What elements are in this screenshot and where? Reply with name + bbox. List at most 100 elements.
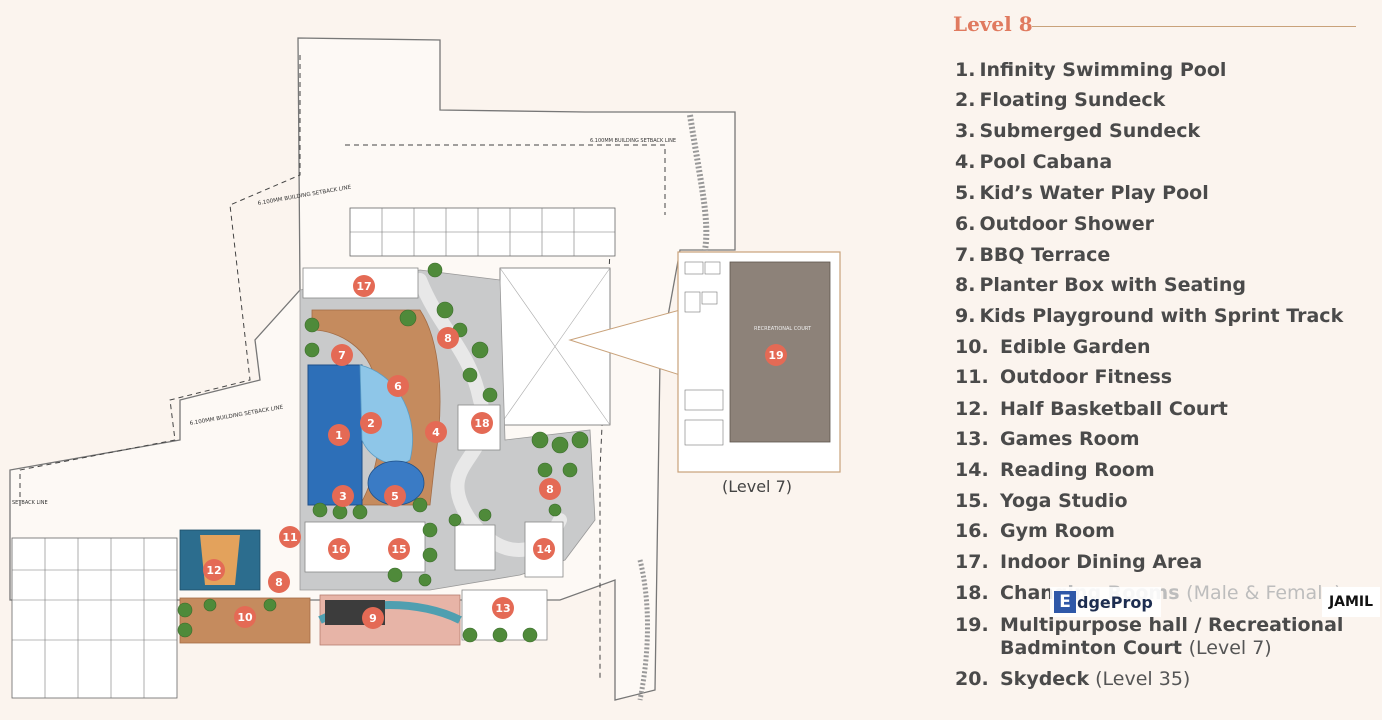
- legend-item-number: 13.: [955, 428, 989, 450]
- setback-label-4: SETBACK LINE: [12, 500, 48, 506]
- marker-8: 8: [268, 571, 290, 593]
- marker-10: 10: [234, 606, 256, 628]
- legend-item-14: 14. Reading Room: [955, 459, 1155, 482]
- legend-item-3: 3.Submerged Sundeck: [955, 120, 1200, 143]
- unit-dividers-left: [12, 538, 177, 698]
- marker-label: 9: [369, 612, 377, 625]
- marker-circle: [384, 485, 406, 507]
- marker-circle: [437, 327, 459, 349]
- legend-item-7: 7.BBQ Terrace: [955, 244, 1110, 267]
- legend-item-suffix: (Male & Female): [1186, 582, 1342, 604]
- legend-item-label: Indoor Dining Area: [1000, 551, 1203, 573]
- legend-item-17: 17. Indoor Dining Area: [955, 551, 1202, 574]
- legend-item-label: Floating Sundeck: [979, 89, 1166, 111]
- legend-item-label-line2: Badminton Court: [1000, 637, 1189, 659]
- legend-item-10: 10. Edible Garden: [955, 336, 1151, 359]
- marker-15: 15: [388, 538, 410, 560]
- marker-2: 2: [360, 412, 382, 434]
- marker-label: 7: [338, 349, 346, 362]
- marker-circle: [203, 559, 225, 581]
- recreational-court-label: RECREATIONAL COURT: [754, 326, 812, 332]
- marker-circle: [353, 275, 375, 297]
- marker-label: 8: [444, 332, 452, 345]
- legend-item-label: Games Room: [1000, 428, 1140, 450]
- legend-item-label: Pool Cabana: [979, 151, 1113, 173]
- marker-18: 18: [471, 412, 493, 434]
- legend-title: Level 8: [953, 12, 1033, 36]
- marker-13: 13: [492, 597, 514, 619]
- site-plan: 6.100MM BUILDING SETBACK LINE 6.100MM BU…: [9, 37, 841, 701]
- legend-item-11: 11.Outdoor Fitness: [955, 366, 1172, 389]
- legend-item-4: 4.Pool Cabana: [955, 151, 1112, 174]
- marker-label: 8: [546, 483, 554, 496]
- marker-5: 5: [384, 485, 406, 507]
- marker-8: 8: [437, 327, 459, 349]
- legend-item-number: 19.: [955, 614, 989, 636]
- legend-item-number: 7.: [955, 244, 976, 266]
- legend-item-number: 4.: [955, 151, 976, 173]
- legend-item-label: Reading Room: [1000, 459, 1155, 481]
- legend-item-number: 5.: [955, 182, 976, 204]
- edgeprop-logo-icon: E: [1054, 591, 1076, 613]
- marker-3: 3: [332, 485, 354, 507]
- legend-item-number: 17.: [955, 551, 989, 573]
- marker-label: 15: [391, 543, 406, 556]
- legend-item-9: 9.Kids Playground with Sprint Track: [955, 305, 1343, 328]
- lower-changing-block: [454, 524, 496, 571]
- legend-item-label: Edible Garden: [1000, 336, 1151, 358]
- legend-item-number: 20.: [955, 668, 989, 690]
- marker-17: 17: [353, 275, 375, 297]
- marker-16: 16: [328, 538, 350, 560]
- legend-item-8: 8.Planter Box with Seating: [955, 274, 1246, 297]
- marker-9: 9: [362, 607, 384, 629]
- legend-item-number: 6.: [955, 213, 976, 235]
- marker-6: 6: [387, 375, 409, 397]
- marker-label: 12: [206, 564, 221, 577]
- marker-label: 18: [474, 417, 489, 430]
- marker-circle: [328, 538, 350, 560]
- marker-circle: [533, 538, 555, 560]
- legend-item-label: Half Basketball Court: [1000, 398, 1228, 420]
- legend-item-number: 10.: [955, 336, 989, 358]
- legend-item-label: Outdoor Shower: [979, 213, 1154, 235]
- marker-label: 3: [339, 490, 347, 503]
- legend-item-label: Chan: [1000, 582, 1054, 604]
- marker-circle: [765, 344, 787, 366]
- marker-circle: [360, 412, 382, 434]
- legend-item-number: 12.: [955, 398, 989, 420]
- marker-label: 13: [495, 602, 510, 615]
- legend-item-number: 14.: [955, 459, 989, 481]
- marker-circle: [387, 375, 409, 397]
- marker-label: 10: [237, 611, 253, 624]
- marker-label: 2: [367, 417, 375, 430]
- legend-item-label: Planter Box with Seating: [979, 274, 1247, 296]
- legend-item-number: 11.: [955, 366, 989, 388]
- legend-item-15: 15.Yoga Studio: [955, 490, 1128, 513]
- tower-cross-b: [499, 267, 611, 426]
- marker-circle: [331, 344, 353, 366]
- marker-label: 11: [282, 531, 297, 544]
- marker-label: 19: [768, 349, 783, 362]
- marker-label: 1: [335, 429, 343, 442]
- marker-4: 4: [425, 421, 447, 443]
- edgeprop-brand: dgeProp: [1077, 592, 1153, 612]
- marker-circle: [362, 607, 384, 629]
- marker-19: 19: [765, 344, 787, 366]
- legend-item-label: Kid’s Water Play Pool: [979, 182, 1209, 204]
- marker-circle: [332, 485, 354, 507]
- legend-item-13: 13. Games Room: [955, 428, 1140, 451]
- marker-label: 6: [394, 380, 402, 393]
- legend-item-label: Submerged Sundeck: [979, 120, 1201, 142]
- marker-12: 12: [203, 559, 225, 581]
- residential-block-left: [11, 537, 178, 699]
- marker-label: 16: [331, 543, 347, 556]
- marker-circle: [328, 424, 350, 446]
- legend-item-1: 1.Infinity Swimming Pool: [955, 59, 1226, 82]
- inset-caption: (Level 7): [722, 477, 792, 496]
- unit-dividers-top: [350, 208, 615, 256]
- marker-circle: [388, 538, 410, 560]
- legend-item-number: 16.: [955, 520, 989, 542]
- marker-circle: [425, 421, 447, 443]
